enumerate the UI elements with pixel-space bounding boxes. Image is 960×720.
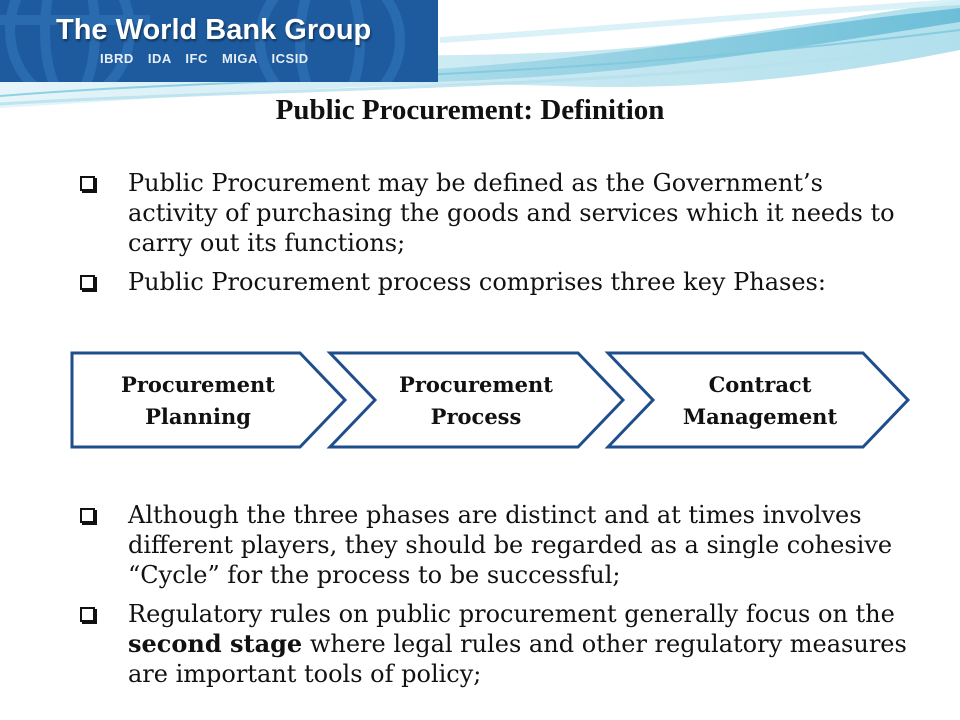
bullet-text: Public Procurement may be defined as the…	[128, 169, 895, 257]
phase-line: Contract	[708, 372, 812, 397]
world-bank-logo: The World Bank Group IBRD IDA IFC MIGA I…	[0, 0, 438, 82]
bullet-text: Regulatory rules on public procurement g…	[128, 600, 907, 688]
chevron-shapes	[70, 351, 911, 449]
bullet-list-bottom: Although the three phases are distinct a…	[80, 500, 920, 698]
bullet-text: Public Procurement process comprises thr…	[128, 268, 826, 296]
checkbox-bullet-icon	[80, 508, 95, 523]
bullet-text: Although the three phases are distinct a…	[128, 501, 893, 589]
phase-flow: Procurement Planning Procurement Process…	[0, 340, 960, 460]
checkbox-bullet-icon	[80, 176, 95, 191]
globe-pattern-icon	[0, 0, 405, 82]
phase-planning: Procurement Planning	[88, 369, 308, 433]
bullet-text-part: where legal rules and other regulatory m…	[128, 630, 907, 688]
checkbox-bullet-icon	[80, 607, 95, 622]
checkbox-bullet-icon	[80, 275, 95, 290]
phase-line: Process	[430, 404, 522, 429]
bullet-text-part: Regulatory rules on public procurement g…	[128, 600, 895, 628]
bullet-item: Although the three phases are distinct a…	[80, 500, 920, 590]
phase-process: Procurement Process	[366, 369, 586, 433]
bullet-item: Public Procurement may be defined as the…	[80, 168, 920, 258]
bullet-item: Regulatory rules on public procurement g…	[80, 599, 920, 689]
logo-title: The World Bank Group	[56, 14, 372, 46]
phase-line: Planning	[145, 404, 251, 429]
bullet-item: Public Procurement process comprises thr…	[80, 267, 920, 297]
logo-subtitle: IBRD IDA IFC MIGA ICSID	[100, 51, 309, 66]
phase-line: Management	[682, 404, 838, 429]
phase-line: Procurement	[121, 372, 275, 397]
emphasis-text: second stage	[128, 629, 303, 658]
slide-title: Public Procurement: Definition	[275, 94, 665, 126]
bullet-list-top: Public Procurement may be defined as the…	[80, 168, 920, 306]
chevron-shape-process	[326, 351, 626, 449]
phase-management: Contract Management	[650, 369, 870, 433]
phase-line: Procurement	[399, 372, 553, 397]
chevron-shape-planning	[70, 351, 348, 449]
chevron-shape-management	[604, 351, 911, 449]
